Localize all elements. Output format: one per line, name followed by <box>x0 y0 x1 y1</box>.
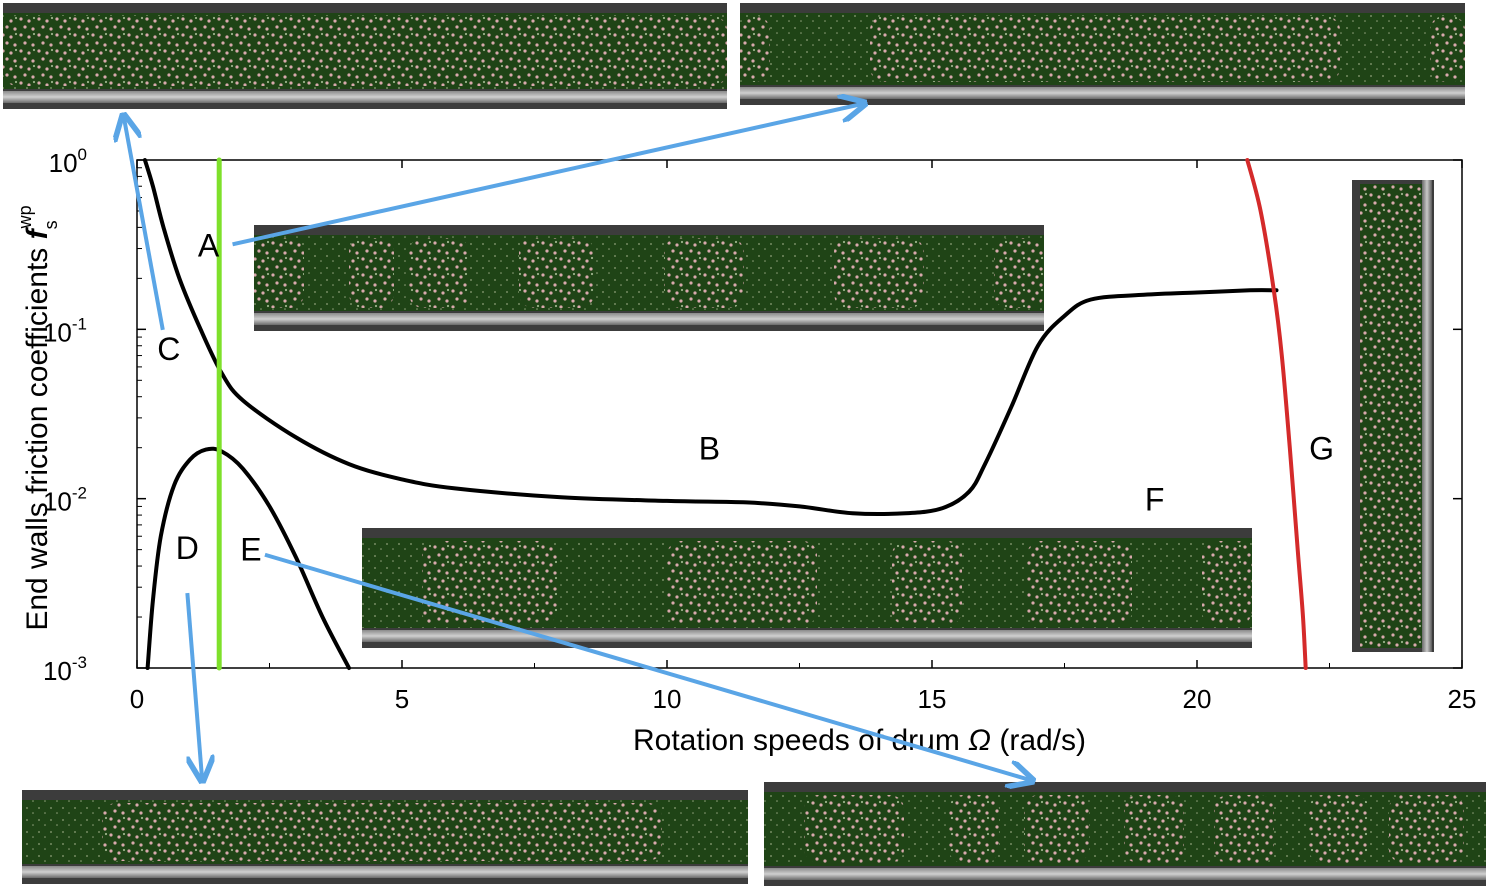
particle-band <box>740 16 770 82</box>
particle-band <box>1309 795 1369 863</box>
series-line-0 <box>142 158 1279 517</box>
x-tick-label: 10 <box>653 684 682 714</box>
series-line-3 <box>1245 158 1308 670</box>
arrow-C <box>124 118 165 331</box>
drum-contents <box>1360 184 1422 648</box>
region-label-F: F <box>1145 482 1165 518</box>
x-tick-label: 25 <box>1448 684 1477 714</box>
particle-band <box>1389 795 1464 863</box>
particle-band <box>804 795 904 863</box>
particle-band <box>422 541 557 625</box>
y-tick-label: 10-3 <box>43 653 87 686</box>
drum-wall <box>3 91 727 103</box>
particle-band <box>409 238 469 308</box>
inset-B-bands <box>254 225 1044 331</box>
drum-wall <box>22 866 748 878</box>
particle-band <box>1124 795 1184 863</box>
particle-band <box>1202 541 1252 625</box>
y-axis-title: End walls friction coefficients fswp <box>15 205 61 630</box>
particle-band <box>102 803 662 861</box>
region-label-B: B <box>699 431 720 467</box>
arrow-A <box>232 104 862 247</box>
drum-wall <box>362 630 1252 642</box>
particle-band <box>870 16 1340 82</box>
particle-band <box>349 238 394 308</box>
region-label-A: A <box>198 227 220 263</box>
inset-C-uniform <box>3 3 727 109</box>
y-tick-label: 10-2 <box>43 484 87 517</box>
inset-G-vertical <box>1352 180 1434 652</box>
inset-F-bands <box>362 528 1252 648</box>
particle-band <box>519 238 594 308</box>
arrow-E <box>264 552 1030 780</box>
particle-band <box>3 16 727 86</box>
particle-band <box>254 238 304 308</box>
drum-wall <box>1422 180 1432 652</box>
region-label-C: C <box>157 331 180 367</box>
particle-band <box>892 541 962 625</box>
particle-band <box>1024 795 1089 863</box>
particle-band <box>949 795 999 863</box>
y-tick-label: 10-1 <box>43 314 87 347</box>
y-tick-label: 100 <box>49 145 87 178</box>
inset-E-bands <box>764 782 1486 886</box>
x-axis-title: Rotation speeds of drum Ω (rad/s) <box>633 724 1086 757</box>
region-label-E: E <box>240 532 261 568</box>
particle-band <box>994 238 1044 308</box>
particle-band <box>667 541 817 625</box>
x-tick-label: 5 <box>395 684 409 714</box>
region-label-D: D <box>176 530 199 566</box>
particle-band <box>664 238 744 308</box>
particle-band <box>1027 541 1132 625</box>
inset-D-center <box>22 790 748 884</box>
inset-A-bands <box>740 3 1465 105</box>
x-tick-label: 15 <box>918 684 947 714</box>
x-tick-label: 0 <box>130 684 144 714</box>
particle-band <box>1214 795 1274 863</box>
region-label-G: G <box>1309 431 1334 467</box>
drum-wall <box>740 87 1465 99</box>
drum-wall <box>764 868 1486 880</box>
drum-wall <box>254 313 1044 325</box>
particle-band <box>1430 16 1465 82</box>
arrow-D <box>185 592 202 778</box>
x-tick-label: 20 <box>1183 684 1212 714</box>
particle-band <box>834 238 924 308</box>
